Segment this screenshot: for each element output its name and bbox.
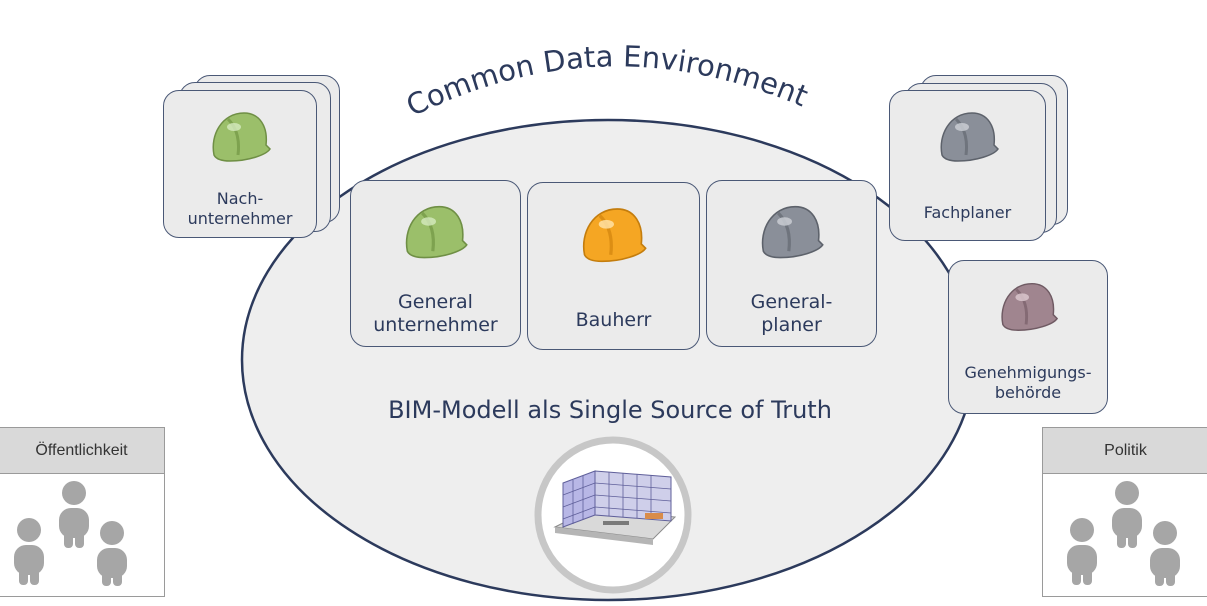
- card-genehmigungsbehoerde: Genehmigungs- behörde: [948, 260, 1108, 414]
- nachunternehmer-label: Nach- unternehmer: [187, 189, 293, 228]
- helmet-icon: [761, 205, 824, 259]
- generalplaner-label: General- planer: [750, 291, 833, 337]
- politik-label: Politik: [1043, 428, 1207, 474]
- card-generalunternehmer: General unternehmer: [350, 180, 521, 347]
- helmet-icon: [940, 112, 999, 162]
- audience-oeffentlichkeit: Öffentlichkeit: [0, 427, 165, 597]
- helmet-icon: [1001, 282, 1059, 331]
- helmet-icon: [212, 112, 271, 162]
- audience-politik: Politik: [1042, 427, 1207, 597]
- card-fachplaner: Fachplaner: [889, 90, 1046, 241]
- card-nachunternehmer: Nach- unternehmer: [163, 90, 317, 238]
- generalunternehmer-label: General unternehmer: [373, 291, 498, 337]
- oeffentlichkeit-label: Öffentlichkeit: [0, 428, 164, 474]
- card-generalplaner: General- planer: [706, 180, 877, 347]
- people-icon: [1067, 481, 1180, 586]
- people-icon: [14, 481, 127, 586]
- bim-model-label: BIM-Modell als Single Source of Truth: [388, 396, 832, 424]
- helmet-icon: [405, 205, 468, 259]
- bim-model-image: [534, 436, 692, 594]
- fachplaner-label: Fachplaner: [923, 203, 1012, 222]
- bauherr-label: Bauherr: [575, 309, 652, 331]
- helmet-icon: [582, 208, 647, 263]
- genehmigungsbehoerde-label: Genehmigungs- behörde: [964, 363, 1092, 402]
- cde-title: Common Data Environment: [401, 39, 813, 123]
- card-bauherr: Bauherr: [527, 182, 700, 350]
